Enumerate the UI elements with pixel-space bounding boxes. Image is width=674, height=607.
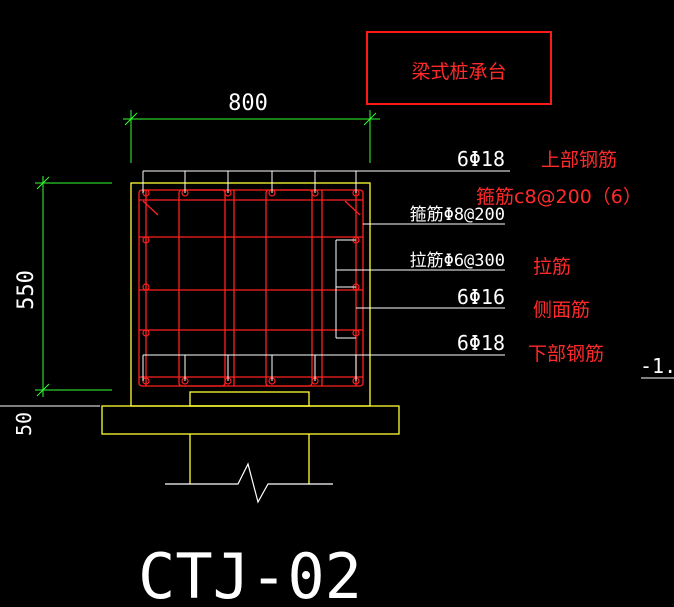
- side-bars-note: 侧面筋: [533, 299, 590, 321]
- title-note: 梁式桩承台: [411, 61, 507, 83]
- top-bars-note: 上部钢筋: [541, 149, 617, 171]
- ties-note: 拉筋: [533, 256, 571, 278]
- width-dimension: [123, 110, 380, 163]
- leader-lines: [142, 170, 674, 381]
- drawing-label: CTJ-02: [138, 540, 362, 603]
- top-bars-callout: 6Φ18: [457, 147, 505, 171]
- rebar-cage: [138, 189, 364, 387]
- elevation-label: -1.8: [640, 354, 674, 378]
- cap-outline: [101, 182, 400, 484]
- pile-break-line: [165, 462, 333, 504]
- stirrups-note: 箍筋c8@200（6）: [476, 186, 642, 208]
- bottom-bars-callout: 6Φ18: [457, 331, 505, 355]
- width-dimension-label: 800: [228, 91, 268, 116]
- ties-callout: 拉筋Φ6@300: [410, 251, 505, 271]
- height-dimension-label: 550: [14, 270, 39, 310]
- height-dimension: [35, 176, 112, 397]
- bottom-bars-note: 下部钢筋: [528, 343, 604, 365]
- stirrups-callout: 箍筋Φ8@200: [410, 205, 505, 225]
- title-note-box: 梁式桩承台: [366, 31, 552, 105]
- side-bars-callout: 6Φ16: [457, 285, 505, 309]
- base-dimension-label: 50: [12, 412, 36, 436]
